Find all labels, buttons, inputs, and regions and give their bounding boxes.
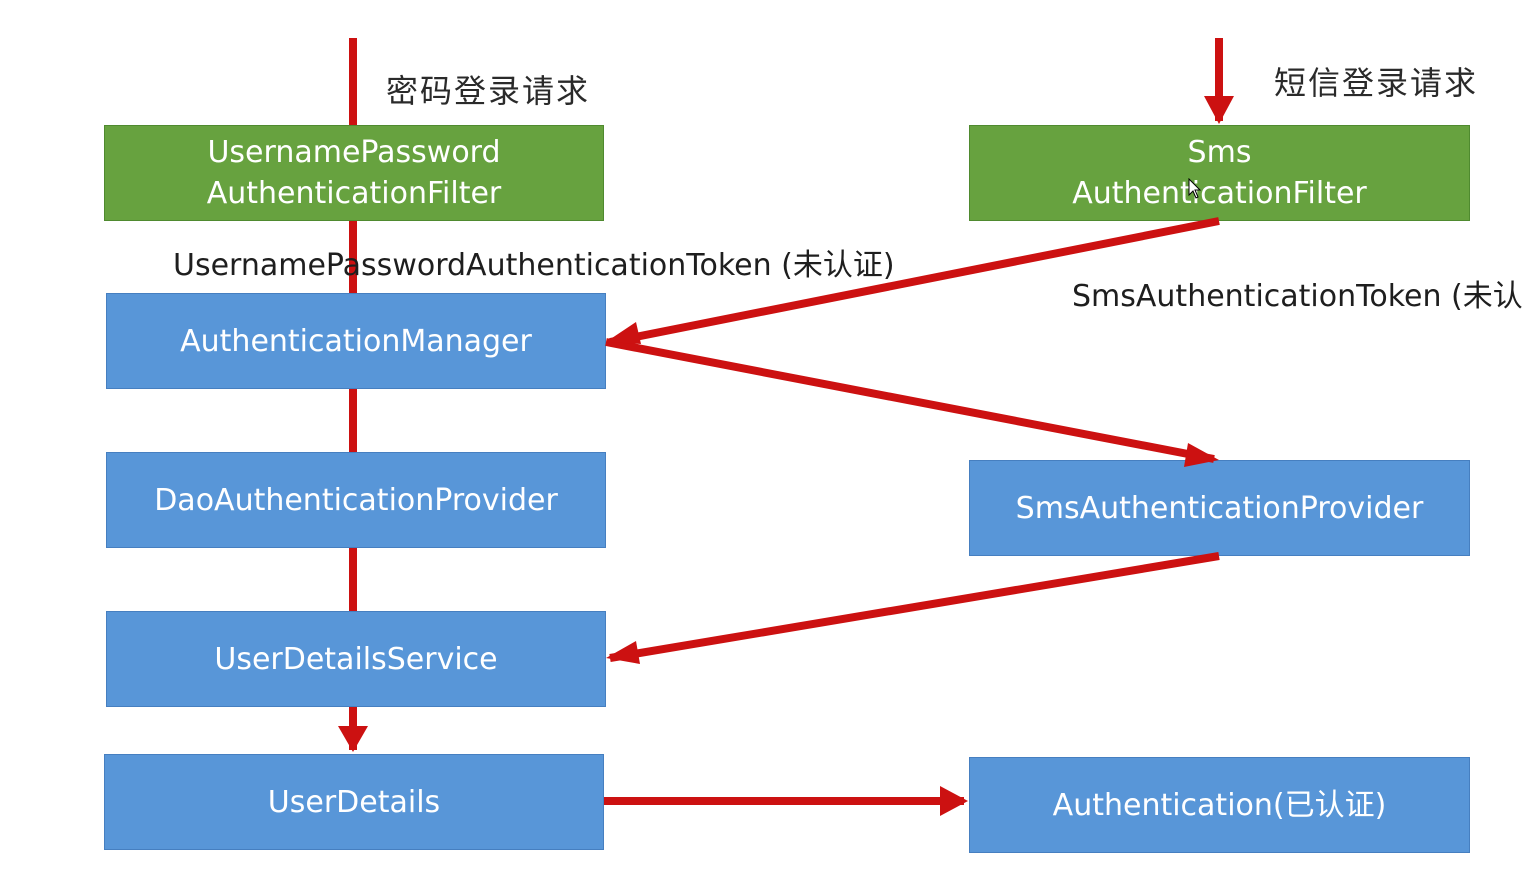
username-password-token-label: UsernamePasswordAuthenticationToken (未认证… [173,248,895,283]
sms-filter-line2: AuthenticationFilter [1072,176,1367,211]
sms-provider-to-service-arrow [609,552,1220,662]
authentication-authenticated-box: Authentication(已认证) [969,757,1470,853]
sms-authentication-provider-label: SmsAuthenticationProvider [1015,490,1424,526]
manager-to-sms-provider-arrow [605,338,1215,463]
sms-login-request-label: 短信登录请求 [1274,64,1479,102]
dao-authentication-provider-label: DaoAuthenticationProvider [154,482,558,518]
username-password-filter-line2: AuthenticationFilter [206,176,502,211]
dao-authentication-provider-box: DaoAuthenticationProvider [106,452,606,548]
arrowhead-down-sms-filter [1204,96,1234,124]
user-details-box: UserDetails [104,754,604,850]
arrowhead-manager-from-sms [606,322,641,344]
arrowhead-sms-provider [1184,443,1219,467]
sms-token-label: SmsAuthenticationToken (未认 [1072,279,1523,314]
sms-filter-line1: Sms [1187,135,1252,170]
username-password-filter-box: UsernamePassword AuthenticationFilter [104,125,604,221]
sms-filter-to-manager-arrow [609,217,1220,346]
arrowhead-down-userdetails [338,726,368,752]
password-login-request-label: 密码登录请求 [386,72,591,110]
authentication-manager-label: AuthenticationManager [180,323,532,359]
mouse-cursor-icon [1188,178,1202,199]
authentication-manager-box: AuthenticationManager [106,293,606,389]
arrowhead-authentication [940,786,968,816]
user-details-service-label: UserDetailsService [214,641,498,677]
user-details-service-box: UserDetailsService [106,611,606,707]
authentication-authenticated-label: Authentication(已认证) [1052,787,1387,823]
sms-filter-box: Sms AuthenticationFilter [969,125,1470,221]
arrowhead-service-from-sms [606,641,640,664]
username-password-filter-line1: UsernamePassword [207,135,501,170]
sms-authentication-provider-box: SmsAuthenticationProvider [969,460,1470,556]
user-details-label: UserDetails [267,784,441,820]
